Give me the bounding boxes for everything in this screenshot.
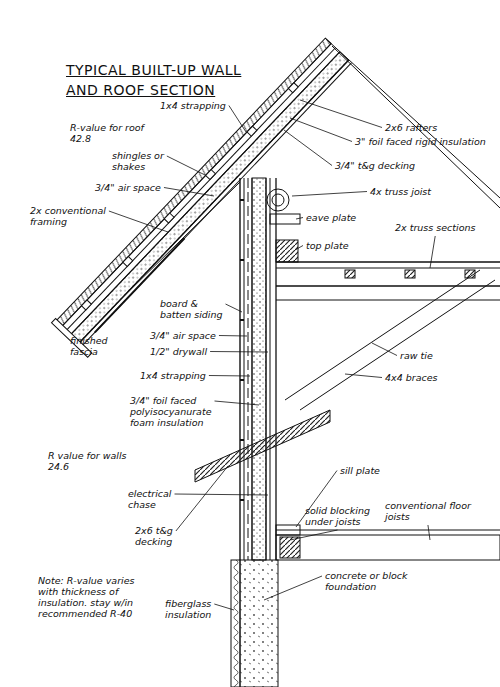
annotation-label: finished fascia (70, 335, 130, 357)
leader-line (372, 343, 397, 356)
eave-plate (270, 214, 300, 224)
annotation-label: 2x6 rafters (385, 122, 485, 133)
annotation-label: 3/4" air space (95, 182, 165, 193)
leader-line (176, 466, 228, 531)
leader-line (296, 218, 303, 220)
annotation-label: 2x6 t&g decking (135, 525, 207, 547)
leader-line (229, 106, 246, 133)
sloped-decking (195, 410, 330, 482)
leader-line (109, 211, 168, 232)
solid-blocking (280, 537, 300, 558)
leader-line (292, 192, 367, 197)
annotation-label: 3/4" t&g decking (335, 160, 435, 171)
leader-line (290, 530, 338, 540)
rafter-framing (120, 182, 240, 300)
leader-line (209, 375, 250, 377)
annotation-label: top plate (306, 240, 366, 251)
leader-line (300, 100, 382, 128)
annotation-label: Note: R-value varies with thickness of i… (38, 575, 148, 619)
annotation-label: conventional floor joists (385, 500, 480, 522)
annotation-label: fiberglass insulation (165, 598, 225, 620)
annotation-label: R value for walls 24.6 (48, 450, 128, 472)
annotation-label: R-value for roof 42.8 (70, 122, 145, 144)
title: TYPICAL BUILT-UP WALL AND ROOF SECTION (66, 60, 276, 100)
fiberglass-insulation (231, 560, 240, 687)
top-plate (276, 240, 298, 262)
annotation-label: solid blocking under joists (305, 505, 377, 527)
gable-line (325, 38, 500, 198)
roof-layers (51, 37, 360, 358)
annotation-label: 4x4 braces (385, 372, 465, 383)
annotation-label: 4x truss joist (370, 186, 470, 197)
annotation-label: sill plate (340, 465, 410, 476)
annotation-label: 1x4 strapping (160, 100, 230, 111)
ceiling-truss (276, 262, 500, 286)
wall-layers (240, 178, 276, 560)
leader-line (214, 604, 234, 610)
annotation-label: 3" foil faced rigid insulation (355, 136, 490, 147)
annotation-label: 3/4" air space (150, 330, 230, 341)
leader-line (219, 335, 247, 337)
foundation (240, 560, 278, 687)
leader-line (175, 494, 268, 495)
annotation-label: board & batten siding (160, 298, 232, 320)
leader-line (210, 351, 268, 353)
annotation-label: 1/2" drywall (150, 346, 230, 357)
annotation-label: shingles or shakes (112, 150, 178, 172)
floor-joists (276, 535, 500, 560)
annotation-label: 2x conventional framing (30, 205, 120, 227)
leader-line (226, 304, 243, 312)
annotation-label: eave plate (306, 212, 366, 223)
leader-line (345, 374, 382, 378)
truss-joist (272, 194, 284, 206)
leader-line (428, 525, 430, 540)
annotation-label: electrical chase (128, 488, 198, 510)
leader-line (215, 401, 259, 405)
truss-joist (267, 189, 289, 211)
leader-line (295, 246, 303, 251)
annotation-label: raw tie (400, 350, 470, 361)
annotation-label: 3/4" foil faced polyisocyanurate foam in… (130, 395, 225, 428)
leader-line (164, 188, 214, 197)
annotation-label: 2x truss sections (395, 222, 490, 233)
leader-line (290, 118, 352, 142)
floor-deck (276, 530, 500, 531)
annotation-label: concrete or block foundation (325, 570, 425, 592)
annotation-label: 1x4 strapping (140, 370, 220, 381)
leader-line (264, 576, 322, 600)
leader-line (167, 156, 205, 175)
gable-line (332, 46, 500, 208)
brace (285, 270, 480, 400)
rafter-tie (276, 300, 500, 301)
leader-line (430, 236, 435, 268)
leader-line (284, 130, 332, 166)
